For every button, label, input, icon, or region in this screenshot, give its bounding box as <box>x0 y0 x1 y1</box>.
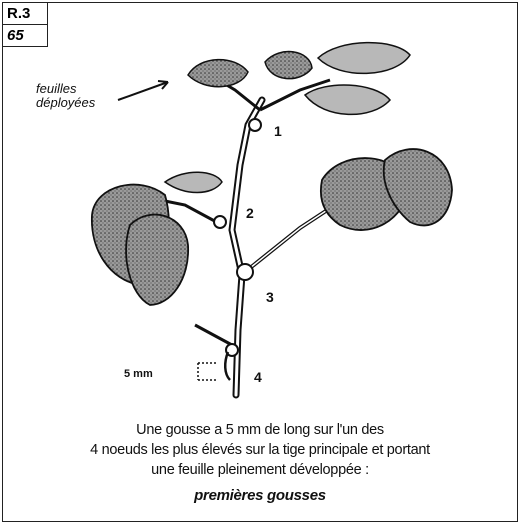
caption-title: premières gousses <box>20 486 500 506</box>
caption-line-2: 4 noeuds les plus élevés sur la tige pri… <box>20 440 500 460</box>
caption-line-3: une feuille pleinement développée : <box>20 460 500 480</box>
leaf-top-lower <box>305 85 390 114</box>
leaf-top-right <box>318 43 410 74</box>
leaf-top-mid <box>265 52 312 79</box>
size-label: 5 mm <box>124 368 153 380</box>
size-bracket <box>198 363 218 380</box>
node-number-4: 4 <box>254 369 262 385</box>
leaves-label-line1: feuilles <box>36 81 77 96</box>
node-marker-2 <box>214 216 226 228</box>
leaf-left-top <box>165 172 222 192</box>
caption-line-1: Une gousse a 5 mm de long sur l'un des <box>20 420 500 440</box>
node-number-1: 1 <box>274 123 282 139</box>
node-number-3: 3 <box>266 289 274 305</box>
leaves-label-line2: déployées <box>36 95 96 110</box>
petiole-bottom <box>195 325 232 345</box>
leaves-arrow <box>118 82 168 100</box>
leaf-left-b <box>126 215 188 305</box>
node-marker-1 <box>249 119 261 131</box>
leaf-top-left <box>188 60 248 87</box>
node-marker-3 <box>237 264 253 280</box>
node-number-2: 2 <box>246 205 254 221</box>
caption: Une gousse a 5 mm de long sur l'un des 4… <box>20 420 500 506</box>
